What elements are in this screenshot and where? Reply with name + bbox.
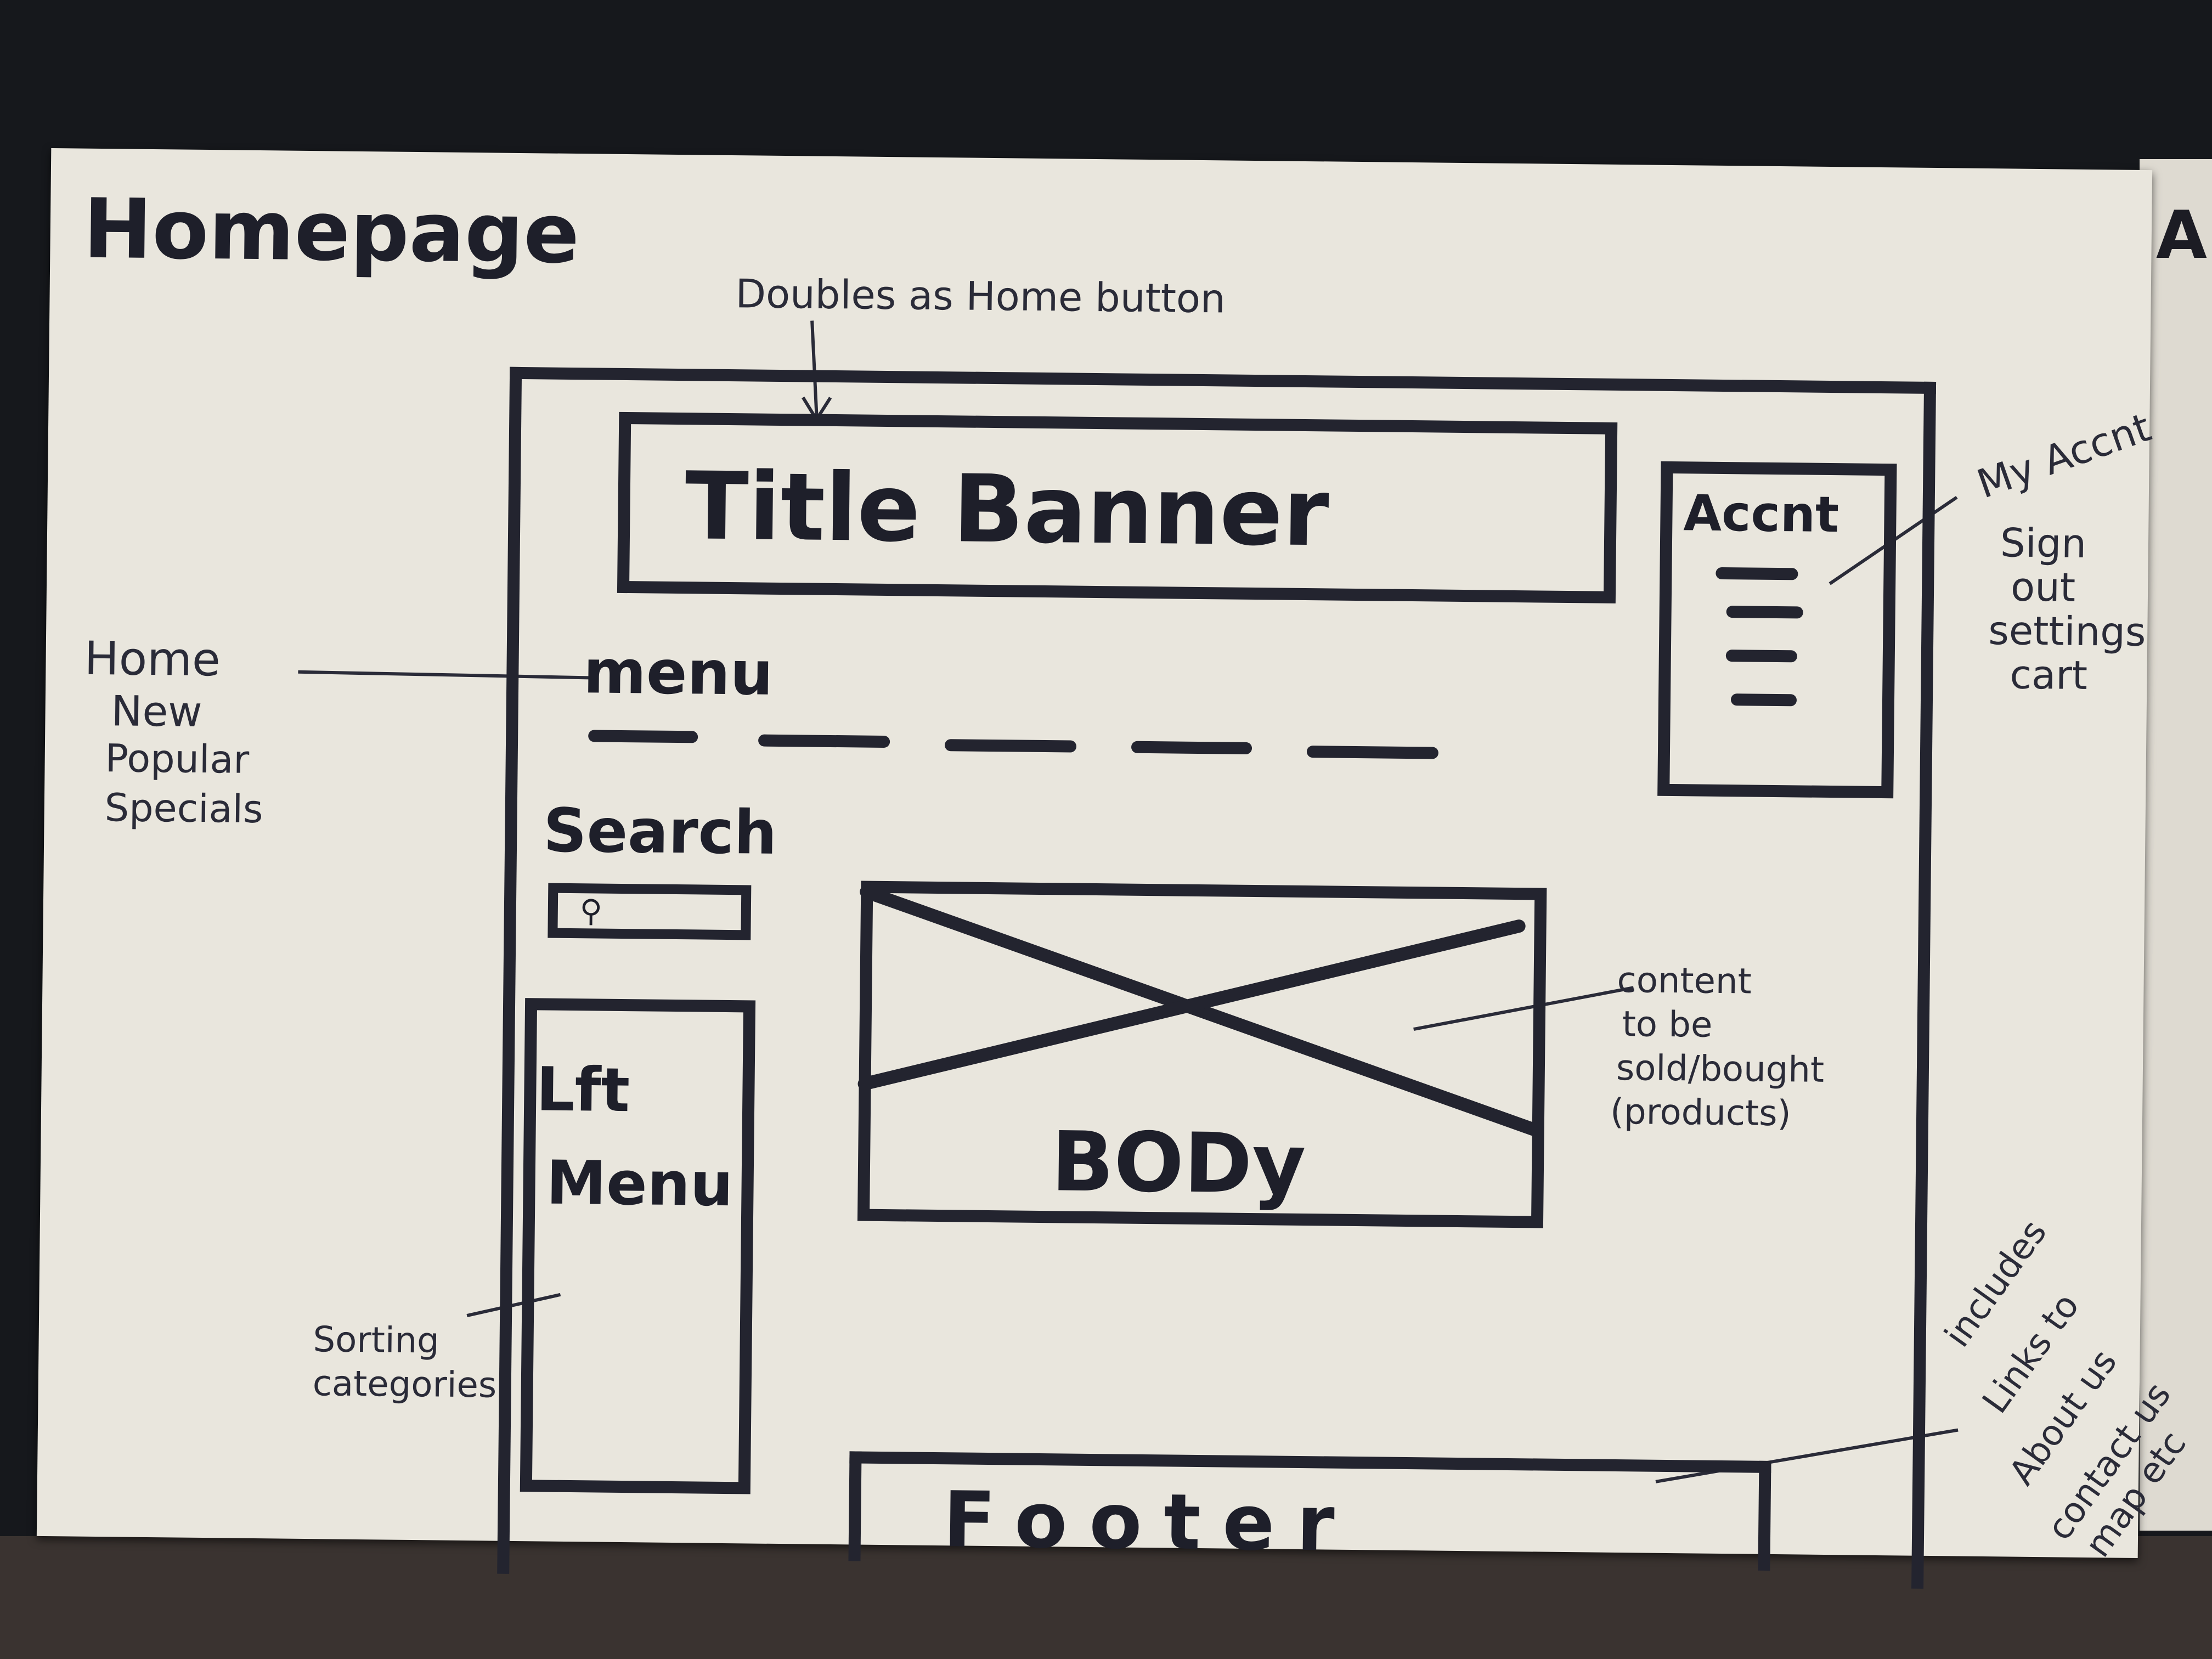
menu-note-item: Home: [84, 631, 221, 687]
next-sketch-page: A: [2140, 159, 2212, 1531]
body-note: sold/bought: [1616, 1047, 1825, 1091]
body-note: (products): [1610, 1091, 1791, 1135]
menu-note-item: New: [111, 686, 202, 736]
wireframe-sketch-paper: Homepage Doubles as Home button Title Ba…: [36, 148, 2194, 1589]
account-menu-line: [1716, 567, 1798, 580]
left-menu-label: Lft: [535, 1054, 630, 1126]
account-note-item: cart: [2010, 651, 2088, 698]
menu-label: menu: [583, 636, 774, 709]
search-icon: ⚲: [579, 893, 603, 929]
next-page-fragment: A: [2156, 198, 2207, 274]
desk-surface: [0, 1536, 2212, 1659]
menu-item-dash[interactable]: [588, 730, 698, 743]
left-menu-label: Menu: [545, 1147, 734, 1220]
footer[interactable]: Footer: [848, 1451, 1771, 1571]
account-menu-line: [1730, 693, 1797, 707]
menu-note-item: Popular: [105, 736, 250, 782]
footer-label: Footer: [943, 1475, 1357, 1570]
left-menu-note: Sorting: [313, 1319, 440, 1362]
search-input[interactable]: ⚲: [548, 883, 752, 940]
account-note-item: out: [2010, 563, 2076, 611]
account-menu-line: [1726, 606, 1803, 619]
body-note: to be: [1622, 1004, 1713, 1046]
account-box[interactable]: Accnt: [1657, 461, 1897, 799]
menu-item-dash[interactable]: [1306, 746, 1439, 759]
title-banner-label: Title Banner: [684, 452, 1330, 568]
title-banner[interactable]: Title Banner: [617, 411, 1618, 603]
account-note-item: settings: [1988, 607, 2146, 656]
account-note-item: Sign: [2000, 520, 2087, 567]
menu-item-dash[interactable]: [758, 734, 890, 748]
search-label: Search: [543, 795, 777, 868]
body-note: content: [1617, 960, 1752, 1002]
menu-note-item: Specials: [104, 785, 263, 832]
menu-item-dash[interactable]: [1131, 741, 1252, 754]
body-content-area[interactable]: BODy: [857, 881, 1547, 1228]
left-menu[interactable]: Lft Menu: [520, 998, 756, 1494]
menu-item-dash[interactable]: [944, 739, 1077, 753]
account-menu-line: [1725, 650, 1797, 663]
left-menu-note: categories: [312, 1363, 497, 1406]
account-label: Accnt: [1683, 484, 1839, 544]
body-label: BODy: [1051, 1114, 1307, 1213]
annotation-lines: [298, 320, 1959, 1483]
